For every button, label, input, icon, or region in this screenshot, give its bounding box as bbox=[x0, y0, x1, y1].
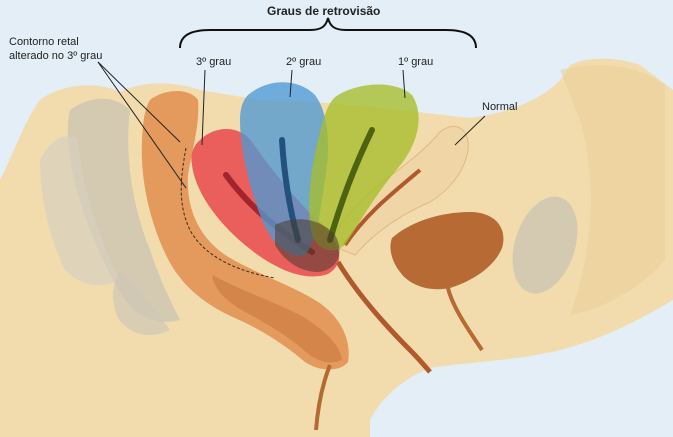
leader-grade-1 bbox=[402, 69, 406, 99]
label-rectal-contour-line1: Contorno retal bbox=[9, 36, 79, 48]
vagina bbox=[335, 260, 432, 374]
leader-normal bbox=[454, 115, 486, 146]
sacrum-bone bbox=[67, 98, 180, 322]
pubic-bone bbox=[512, 196, 578, 294]
abdominal-wall bbox=[560, 65, 665, 315]
label-grade-2: 2º grau bbox=[286, 56, 322, 68]
leader-rectal-2 bbox=[97, 61, 181, 143]
rectum-shadow bbox=[212, 275, 342, 363]
anal-canal bbox=[314, 364, 332, 431]
label-grade-1: 1º grau bbox=[398, 56, 434, 68]
sacrum-segment bbox=[40, 136, 120, 286]
leader-grade-2 bbox=[289, 69, 293, 98]
title-brace bbox=[179, 17, 477, 49]
diagram-title: Graus de retrovisão bbox=[267, 4, 381, 18]
label-rectal-contour-line2: alterado no 3º grau bbox=[9, 50, 103, 62]
cavity-grade-1 bbox=[327, 127, 375, 243]
label-grade-3: 3º grau bbox=[196, 56, 232, 68]
cavity-normal bbox=[343, 168, 422, 247]
leader-rectal bbox=[97, 61, 187, 189]
coccyx-bone bbox=[112, 270, 170, 336]
label-normal: Normal bbox=[482, 101, 518, 113]
leader-grade-3 bbox=[201, 69, 206, 146]
urethra bbox=[446, 287, 484, 352]
bladder bbox=[390, 212, 504, 290]
overlap-region bbox=[275, 219, 340, 272]
rectum bbox=[141, 91, 349, 370]
uterus-grade-1 bbox=[309, 84, 419, 251]
